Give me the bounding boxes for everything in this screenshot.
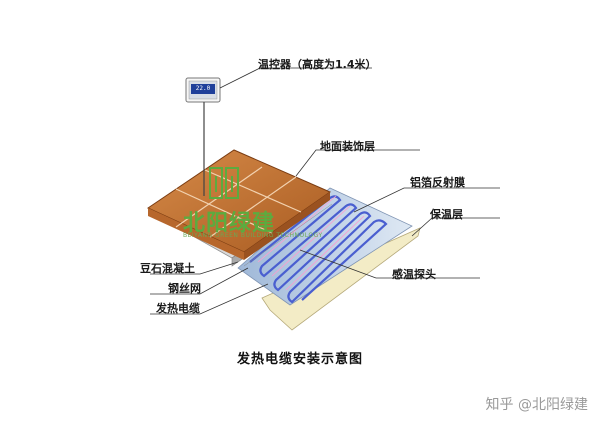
diagram-caption: 发热电缆安装示意图: [236, 352, 363, 367]
watermark-logo-icon: [209, 167, 239, 199]
heating-cable: [249, 195, 388, 304]
insulation-layer: [261, 227, 421, 331]
label-concrete: 豆石混凝土: [140, 262, 195, 275]
label-insulation: 保温层: [430, 208, 463, 221]
label-aluminum-foil: 铝箔反射膜: [410, 176, 465, 189]
watermark-subtext: BEIYANG GREEN BUILDING TECHNOLOGY: [183, 232, 323, 239]
label-floor-finish: 地面装饰层: [320, 140, 375, 153]
source-credit: 知乎 @北阳绿建: [485, 397, 588, 413]
label-thermostat: 温控器（高度为1.4米）: [258, 58, 377, 71]
label-steel-mesh: 钢丝网: [168, 282, 201, 295]
label-temp-probe: 感温探头: [392, 268, 436, 281]
label-heating-cable: 发热电缆: [156, 302, 200, 315]
leader-lines: [150, 67, 500, 315]
thermostat-screen: 22.0: [191, 84, 215, 94]
watermark-text: 北阳绿建: [183, 211, 276, 236]
probe-wire: [299, 249, 377, 279]
